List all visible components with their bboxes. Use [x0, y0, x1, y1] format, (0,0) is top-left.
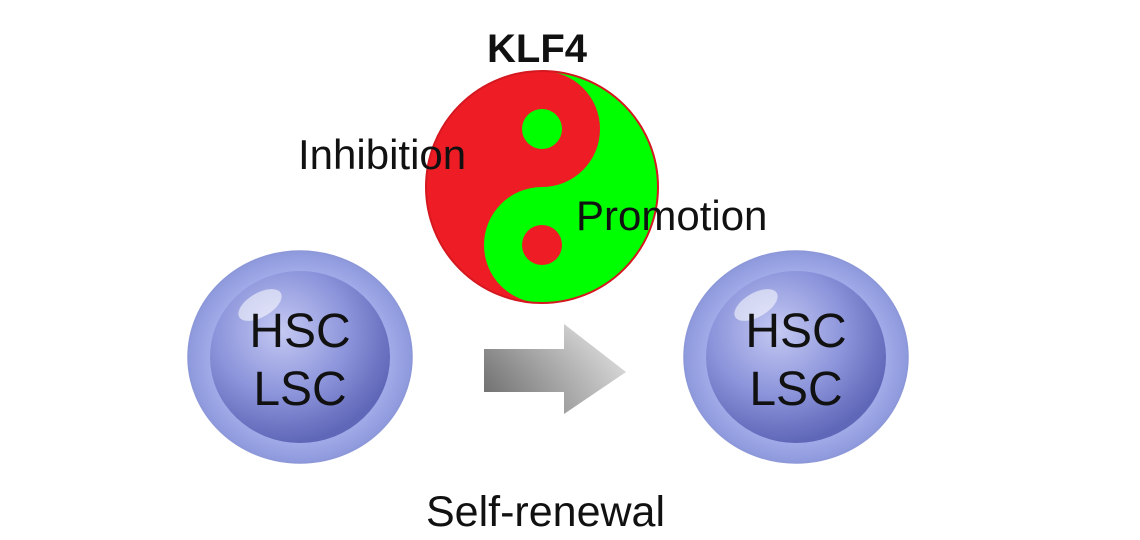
cell-right-line2: LSC: [749, 363, 843, 416]
cell-right-line1: HSC: [745, 305, 847, 358]
promotion-label: Promotion: [576, 192, 768, 239]
cell-right-label: HSC LSC: [716, 303, 876, 419]
diagram-title: KLF4: [487, 27, 587, 71]
yin-yang-outline: [425, 70, 659, 304]
green-dot: [522, 109, 562, 149]
self-renewal-arrow: [484, 324, 626, 414]
cell-left: [187, 250, 413, 464]
cell-right: [683, 250, 909, 464]
inhibition-label: Inhibition: [298, 131, 467, 178]
red-dot: [522, 225, 562, 265]
process-label: Self-renewal: [426, 488, 665, 536]
cell-right-highlight: [734, 289, 778, 321]
cell-left-line2: LSC: [253, 363, 347, 416]
cell-left-highlight: [238, 289, 282, 321]
arrow-shading: [484, 324, 626, 414]
yin-yang-symbol: [425, 70, 659, 304]
cell-left-line1: HSC: [249, 305, 351, 358]
cell-left-label: HSC LSC: [220, 303, 380, 419]
